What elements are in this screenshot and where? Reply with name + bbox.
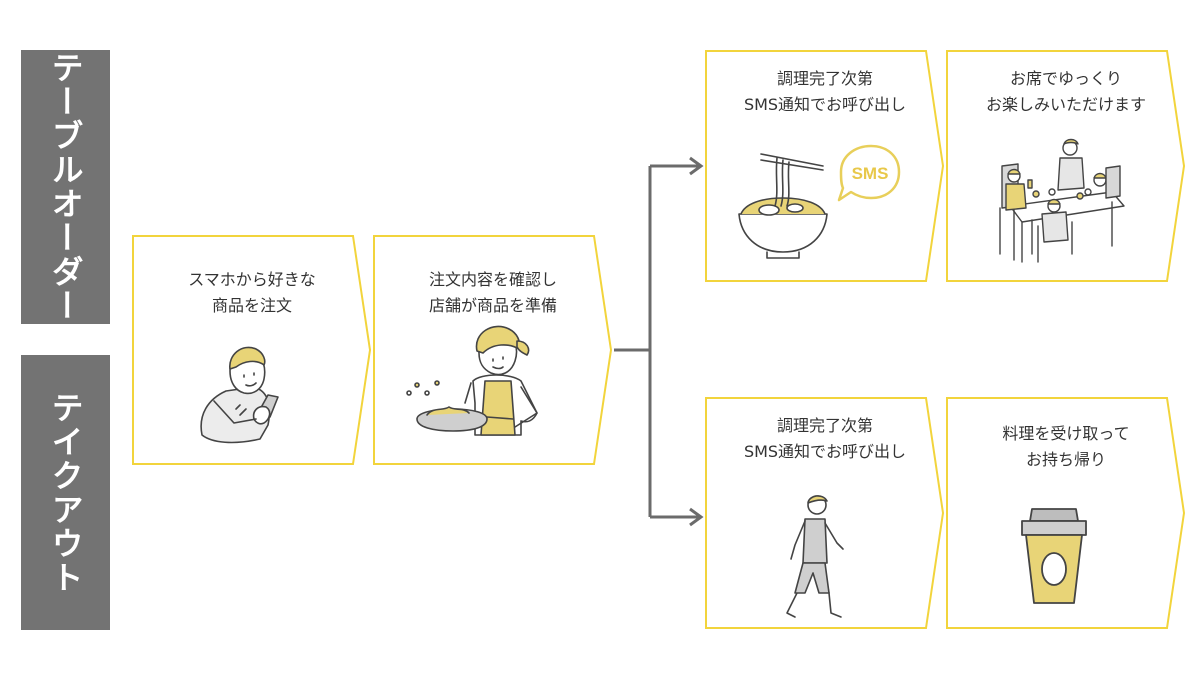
step-notify-table-line2: SMS通知でお呼び出し <box>705 92 945 118</box>
step-pickup-line2: お持ち帰り <box>946 447 1186 473</box>
step-order-line2: 商品を注文 <box>132 293 372 319</box>
step-enjoy-line1: お席でゆっくり <box>946 66 1186 92</box>
step-notify-table-line1: 調理完了次第 <box>705 66 945 92</box>
family-dining-illustration <box>992 136 1132 266</box>
step-notify-table-text: 調理完了次第 SMS通知でお呼び出し <box>705 66 945 118</box>
takeout-cup-illustration <box>1018 507 1090 607</box>
step-enjoy-line2: お楽しみいただけます <box>946 92 1186 118</box>
step-prepare: 注文内容を確認し 店舗が商品を準備 <box>373 235 613 465</box>
cook-with-pan-illustration <box>403 323 573 453</box>
step-pickup-text: 料理を受け取って お持ち帰り <box>946 421 1186 473</box>
step-enjoy-text: お席でゆっくり お楽しみいただけます <box>946 66 1186 118</box>
step-order-text: スマホから好きな 商品を注文 <box>132 267 372 319</box>
noodle-bowl-sms-illustration: SMS <box>731 136 911 266</box>
step-prepare-line1: 注文内容を確認し <box>373 267 613 293</box>
step-prepare-text: 注文内容を確認し 店舗が商品を準備 <box>373 267 613 319</box>
walking-person-illustration <box>777 489 857 623</box>
step-notify-takeout-line1: 調理完了次第 <box>705 413 945 439</box>
person-smartphone-illustration <box>194 335 304 445</box>
step-order-line1: スマホから好きな <box>132 267 372 293</box>
step-pickup: 料理を受け取って お持ち帰り <box>946 397 1186 629</box>
step-notify-table: 調理完了次第 SMS通知でお呼び出し SMS <box>705 50 945 282</box>
step-notify-takeout: 調理完了次第 SMS通知でお呼び出し <box>705 397 945 629</box>
step-notify-takeout-text: 調理完了次第 SMS通知でお呼び出し <box>705 413 945 465</box>
sms-bubble-text: SMS <box>852 164 889 183</box>
step-prepare-line2: 店舗が商品を準備 <box>373 293 613 319</box>
step-order: スマホから好きな 商品を注文 <box>132 235 372 465</box>
step-pickup-line1: 料理を受け取って <box>946 421 1186 447</box>
step-enjoy: お席でゆっくり お楽しみいただけます <box>946 50 1186 282</box>
step-notify-takeout-line2: SMS通知でお呼び出し <box>705 439 945 465</box>
